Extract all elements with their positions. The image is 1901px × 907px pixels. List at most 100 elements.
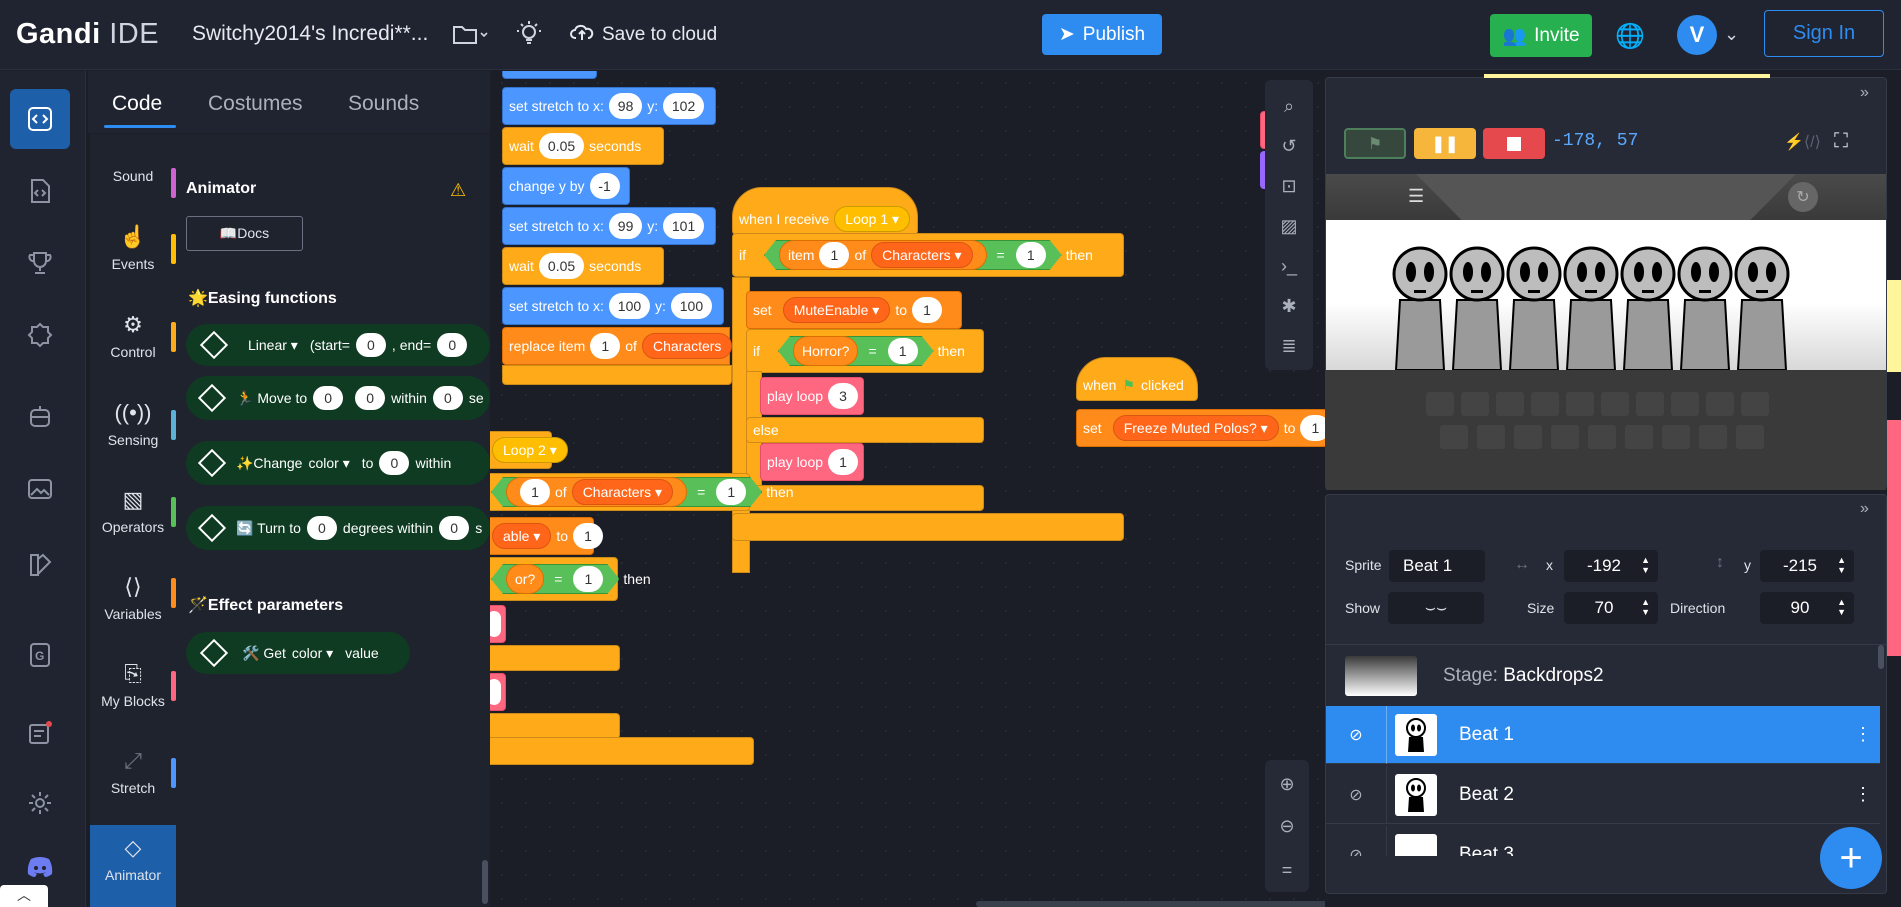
workspace-h-scrollbar[interactable] [976,901,1325,907]
zoom-in-icon[interactable]: ⊕ [1279,773,1295,794]
change-block[interactable]: ✨Change color ▾ to 0 within [186,441,490,485]
category-control[interactable]: ⚙Control [90,312,176,360]
add-sprite-button[interactable]: + [1820,827,1882,889]
collapse-stage-icon[interactable]: » [1860,84,1869,101]
y-stepper-icon[interactable]: ▲▼ [1837,555,1846,575]
image-assets-icon[interactable]: ▨ [1280,215,1298,236]
code-search-icon[interactable]: ⌕ [1283,95,1295,116]
pause-button[interactable]: ❚❚ [1414,128,1476,159]
category-operators[interactable]: ▧Operators [90,487,176,535]
category-stretch[interactable]: ⤢Stretch [90,748,176,796]
brush-icon[interactable] [10,535,70,595]
discord-icon[interactable] [10,837,70,897]
robot-icon[interactable] [10,387,70,447]
warning-icon[interactable]: ⚠ [450,180,467,200]
debug-bug-icon[interactable]: ✱ [1281,295,1297,316]
move-time-input[interactable]: 0 [432,386,463,410]
stage-thumbnail[interactable] [1345,656,1417,696]
change-y-block[interactable]: change y by-1 [502,167,630,205]
extension-code-icon[interactable] [10,161,70,221]
gandi-g-icon[interactable]: G [10,625,70,685]
play-loop-partial-1[interactable] [490,605,506,643]
code-editor-icon[interactable] [10,89,70,149]
terminal-icon[interactable]: ›_ [1280,255,1297,276]
get-prop-dropdown[interactable]: color ▾ [291,644,334,662]
chevron-down-icon[interactable]: ⌄ [1724,24,1740,44]
loop-2-block[interactable]: Loop 2 ▾ [490,431,568,469]
category-sound[interactable]: Sound [90,168,176,184]
size-input[interactable]: 70▲▼ [1564,592,1658,624]
category-sensing[interactable]: ((•))Sensing [90,400,176,448]
notes-icon[interactable] [10,703,70,763]
category-variables[interactable]: ⟨⟩Variables [90,574,176,622]
get-value-block[interactable]: 🛠️ Get color ▾ value [186,632,410,674]
tab-costumes[interactable]: Costumes [208,92,303,115]
publish-button[interactable]: ➤Publish [1042,14,1162,55]
stage-canvas[interactable]: ☰ ↻ [1326,174,1886,490]
motion-block-top[interactable] [502,71,597,79]
green-flag-button[interactable]: ⚑ [1344,128,1406,159]
linear-dropdown[interactable]: Linear ▾ [248,336,298,354]
zoom-reset-icon[interactable]: = [1281,859,1293,880]
tab-sounds[interactable]: Sounds [348,92,420,115]
badge-icon[interactable] [10,305,70,365]
save-to-cloud-button[interactable]: Save to cloud [570,22,717,48]
folder-menu-icon[interactable] [452,22,490,53]
sprite-row-beat-3[interactable]: ⊘ Beat 3 [1326,826,1880,856]
size-stepper-icon[interactable]: ▲▼ [1641,597,1650,617]
collapse-up-icon[interactable]: ︿ [0,885,48,907]
eye-slash-icon[interactable]: ⊘ [1349,786,1363,804]
category-events[interactable]: ☝Events [90,224,176,272]
linear-block[interactable]: Linear ▾ (start= 0 , end= 0 [186,324,490,366]
sprite-row-beat-2[interactable]: ⊘ Beat 2 ⋮ [1326,765,1880,824]
move-to-block[interactable]: 🏃 Move to 0 0 within 0 se [186,376,490,420]
palette-scrollbar[interactable] [482,860,488,904]
eye-slash-icon[interactable]: ⊘ [1349,846,1363,857]
more-vertical-icon[interactable]: ⋮ [1854,784,1872,804]
invite-button[interactable]: 👥Invite [1490,14,1592,57]
else-block[interactable]: else [746,417,984,443]
when-flag-clicked-hat[interactable]: when⚑clicked [1076,357,1198,401]
history-icon[interactable]: ↺ [1281,135,1297,156]
y-input[interactable]: -215▲▼ [1760,550,1854,582]
turn-to-block[interactable]: 🔄 Turn to 0 degrees within 0 s [186,506,490,550]
more-vertical-icon[interactable]: ⋮ [1854,724,1872,744]
game-reset-icon[interactable]: ↻ [1788,182,1818,212]
globe-icon[interactable]: 🌐 [1615,23,1645,50]
stop-button[interactable] [1483,128,1545,159]
sign-in-button[interactable]: Sign In [1764,10,1884,57]
play-loop-partial-2[interactable] [490,673,506,711]
linear-start-input[interactable]: 0 [355,333,386,357]
turn-time-input[interactable]: 0 [439,516,470,540]
category-animator[interactable]: ◇Animator [90,825,176,907]
trophy-icon[interactable] [10,233,70,293]
change-prop-dropdown[interactable]: color ▾ [308,454,350,472]
collapse-sprite-panel-icon[interactable]: » [1860,500,1869,517]
sprite-row-beat-1[interactable]: ⊘ Beat 1 ⋮ [1326,705,1880,764]
control-block-end[interactable] [502,365,732,385]
x-stepper-icon[interactable]: ▲▼ [1641,555,1650,575]
direction-input[interactable]: 90▲▼ [1760,592,1854,624]
image-icon[interactable] [10,459,70,519]
gandi-logo[interactable]: Gandi IDE [16,18,160,50]
move-y-input[interactable]: 0 [355,386,386,410]
move-x-input[interactable]: 0 [313,386,344,410]
eye-slash-icon[interactable]: ⊘ [1349,726,1363,744]
project-title[interactable]: Switchy2014's Incredi**... [192,22,429,45]
sprite-list-scrollbar[interactable] [1878,645,1884,669]
zoom-out-icon[interactable]: ⊖ [1279,815,1295,836]
docs-button[interactable]: 📖Docs [186,216,303,251]
direction-stepper-icon[interactable]: ▲▼ [1837,597,1846,617]
